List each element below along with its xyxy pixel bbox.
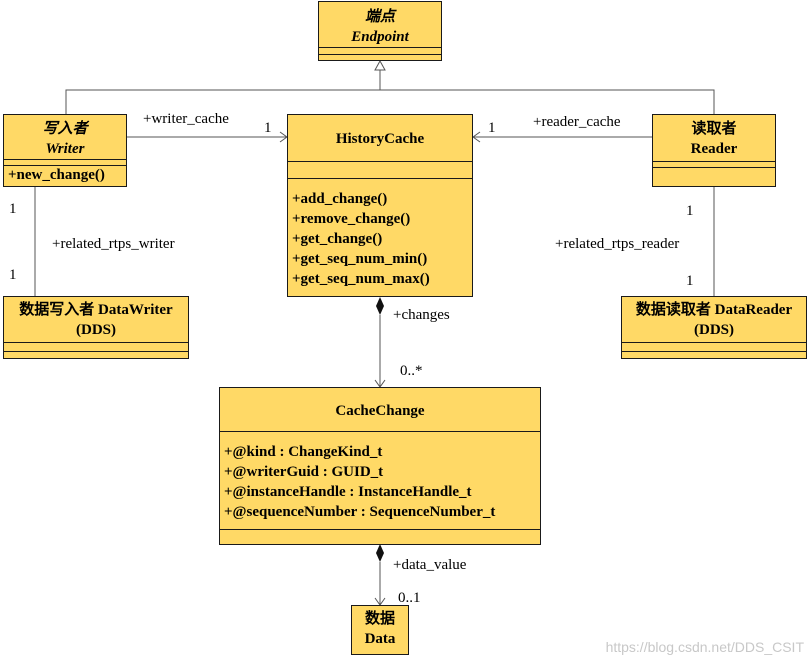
cache-change-attribute: +@sequenceNumber : SequenceNumber_t — [224, 504, 496, 520]
writer-cache-multiplicity: 1 — [264, 120, 272, 136]
related-rtps-reader-role-label: +related_rtps_reader — [555, 236, 680, 252]
history-cache-method: +get_change() — [292, 231, 383, 247]
data-class: 数据 Data — [351, 605, 409, 655]
writer-class: 写入者 Writer +new_change() — [3, 114, 127, 187]
endpoint-class: 端点 Endpoint — [318, 1, 442, 61]
reader-cache-multiplicity: 1 — [488, 120, 496, 136]
history-cache-methods: +add_change() +remove_change() +get_chan… — [292, 189, 470, 289]
writer-method: +new_change() — [8, 167, 105, 183]
reader-cache-role-label: +reader_cache — [533, 114, 621, 130]
history-cache-class: HistoryCache +add_change() +remove_chang… — [287, 114, 473, 297]
data-writer-class: 数据写入者 DataWriter (DDS) — [3, 296, 189, 359]
cache-change-attribute: +@instanceHandle : InstanceHandle_t — [224, 484, 472, 500]
data-value-role-label: +data_value — [393, 557, 467, 573]
data-value-diamond — [376, 544, 384, 562]
history-cache-class-name: HistoryCache — [335, 131, 425, 147]
data-reader-class-name: 数据读取者 DataReader (DDS) — [635, 302, 793, 338]
data-class-name: 数据 Data — [364, 611, 396, 647]
data-writer-class-name: 数据写入者 DataWriter (DDS) — [19, 302, 173, 338]
generalization-line — [65, 62, 715, 114]
changes-diamond — [376, 297, 384, 315]
history-cache-method: +remove_change() — [292, 211, 411, 227]
related-rtps-writer-role-label: +related_rtps_writer — [52, 236, 175, 252]
writer-cache-role-label: +writer_cache — [143, 111, 229, 127]
related-rtps-writer-mult-top: 1 — [9, 201, 17, 217]
changes-role-label: +changes — [393, 307, 450, 323]
history-cache-method: +get_seq_num_min() — [292, 251, 428, 267]
cache-change-attribute: +@writerGuid : GUID_t — [224, 464, 384, 480]
endpoint-class-name: 端点 Endpoint — [351, 9, 409, 45]
cache-change-class: CacheChange +@kind : ChangeKind_t +@writ… — [219, 387, 541, 545]
data-value-multiplicity: 0..1 — [398, 590, 421, 606]
related-rtps-reader-mult-bottom: 1 — [686, 273, 694, 289]
reader-class: 读取者 Reader — [652, 114, 776, 187]
reader-cache-arrowhead — [472, 131, 481, 143]
related-rtps-writer-mult-bottom: 1 — [9, 267, 17, 283]
watermark: https://blog.csdn.net/DDS_CSIT — [605, 639, 804, 655]
data-reader-class: 数据读取者 DataReader (DDS) — [621, 296, 807, 359]
generalization-arrowhead — [374, 59, 386, 71]
reader-class-name: 读取者 Reader — [690, 121, 738, 157]
cache-change-attributes: +@kind : ChangeKind_t +@writerGuid : GUI… — [224, 442, 538, 522]
history-cache-method: +add_change() — [292, 191, 388, 207]
history-cache-method: +get_seq_num_max() — [292, 271, 430, 287]
cache-change-attribute: +@kind : ChangeKind_t — [224, 444, 383, 460]
related-rtps-reader-mult-top: 1 — [686, 203, 694, 219]
changes-multiplicity: 0..* — [400, 363, 423, 379]
writer-methods: +new_change() — [8, 165, 124, 185]
cache-change-class-name: CacheChange — [335, 403, 425, 419]
writer-class-name: 写入者 Writer — [42, 121, 88, 157]
